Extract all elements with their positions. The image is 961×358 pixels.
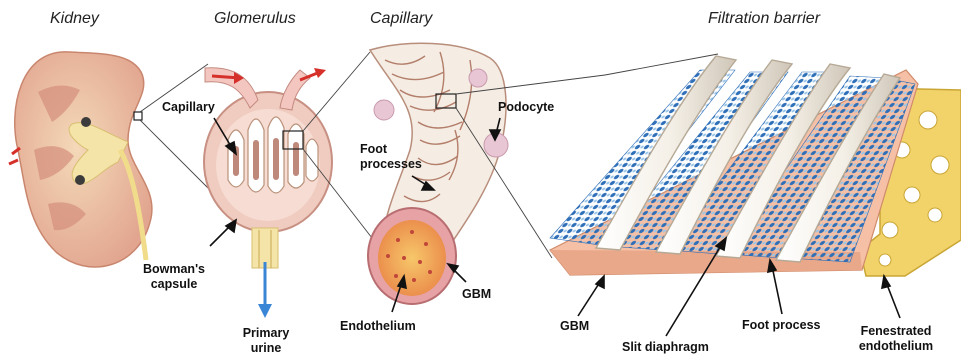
label-capillary: Capillary xyxy=(162,100,215,115)
label-podocyte: Podocyte xyxy=(498,100,554,115)
label-slit-diaphragm: Slit diaphragm xyxy=(622,340,709,355)
label-gbm-barrier: GBM xyxy=(560,319,589,334)
label-endothelium: Endothelium xyxy=(340,319,416,334)
label-foot-process: Foot process xyxy=(742,318,821,333)
kidney-illustration xyxy=(9,52,230,267)
label-gbm-capillary: GBM xyxy=(462,287,491,302)
title-glomerulus: Glomerulus xyxy=(214,10,296,28)
glomerulus-illustration xyxy=(204,52,372,318)
title-filtration-barrier: Filtration barrier xyxy=(708,10,820,28)
filtration-barrier-illustration xyxy=(550,54,961,276)
title-capillary: Capillary xyxy=(370,10,432,28)
kidney-zoom-box xyxy=(134,112,142,120)
title-kidney: Kidney xyxy=(50,10,99,28)
